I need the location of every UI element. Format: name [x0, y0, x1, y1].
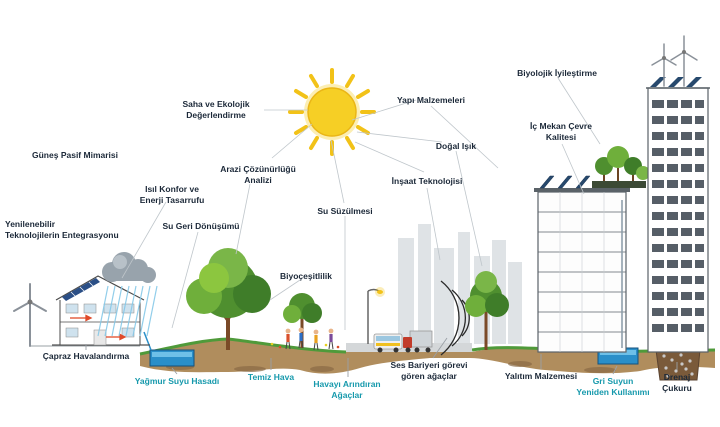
small-tree — [283, 293, 322, 348]
bus — [373, 333, 403, 353]
tower-wind-turbines — [651, 35, 698, 87]
leader-lines — [121, 77, 601, 330]
rainwater-tank — [143, 331, 195, 367]
tower-building — [646, 35, 710, 353]
rain-cloud — [97, 252, 158, 337]
tower-solar-panels — [650, 77, 702, 87]
city-skyline — [398, 224, 522, 344]
cross-ventilation-arrows — [70, 314, 127, 341]
sound-wave-arcs — [440, 280, 470, 356]
people-group — [270, 327, 340, 351]
wind-turbine-left — [13, 283, 47, 347]
rain-streaks — [97, 285, 158, 337]
sun — [288, 68, 376, 156]
flower-specks — [270, 342, 340, 349]
big-tree — [186, 248, 271, 350]
truck — [403, 330, 433, 353]
roof-garden — [592, 146, 650, 188]
soil-cross-section — [30, 337, 716, 374]
drainage-pit — [655, 349, 701, 381]
passive-solar-house — [52, 275, 150, 346]
label-ticks — [85, 337, 678, 377]
section-building — [534, 175, 630, 353]
roof-solar-array — [539, 175, 591, 189]
sound-barrier-tree — [465, 271, 509, 350]
street-lamp — [367, 287, 385, 344]
